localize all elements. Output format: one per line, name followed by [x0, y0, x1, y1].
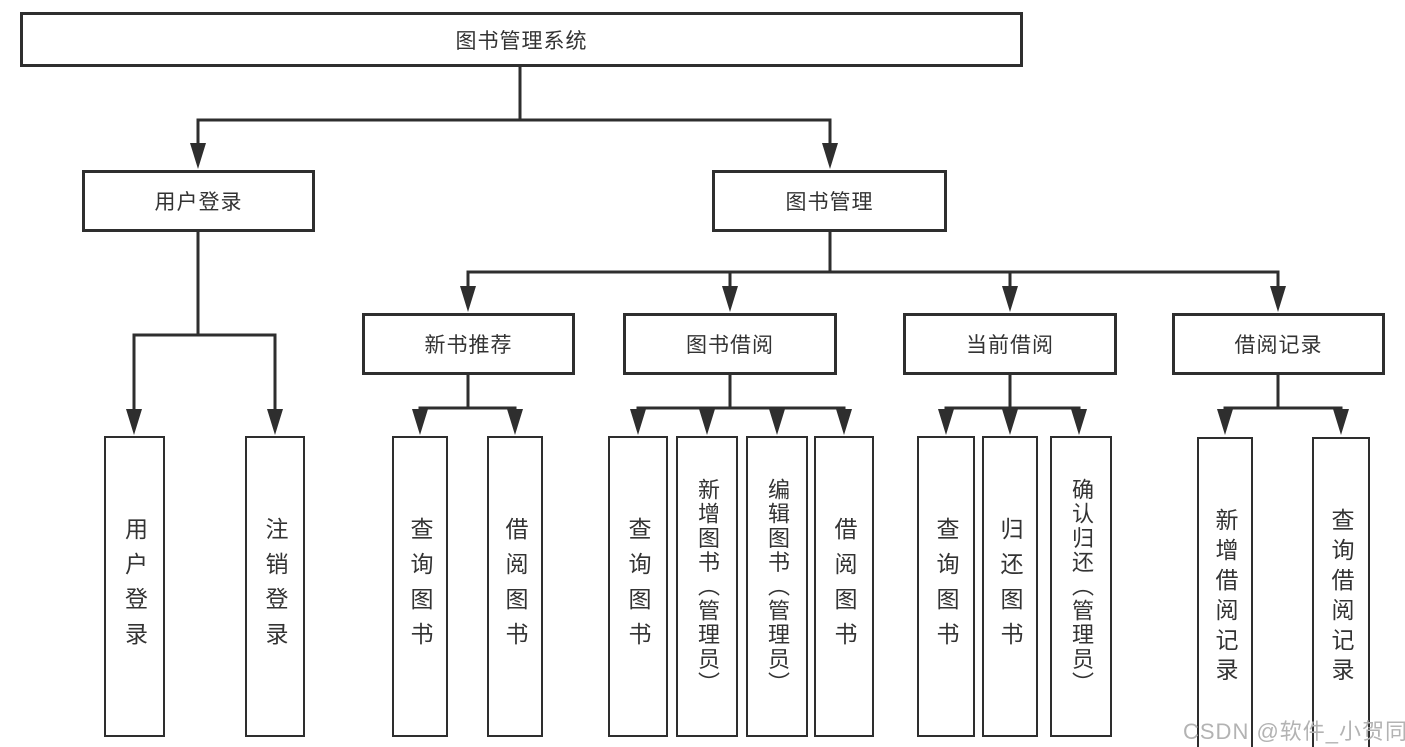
leaf-confirm-return-admin-label: 确认归还（管理员）: [1069, 477, 1094, 696]
leaf-return-books-label: 归还图书: [997, 516, 1023, 657]
node-book-borrow-label: 图书借阅: [686, 334, 774, 357]
leaf-borrow-books: 借阅图书: [814, 436, 874, 737]
leaf-query-books-recommend: 查询图书: [392, 436, 448, 737]
node-book-management: 图书管理: [712, 170, 947, 232]
leaf-query-books-recommend-label: 查询图书: [407, 516, 433, 657]
leaf-query-books-current-label: 查询图书: [933, 516, 959, 657]
node-book-management-label: 图书管理: [785, 191, 874, 214]
branch-book-management: [466, 232, 1280, 295]
node-borrow-record: 借阅记录: [1172, 313, 1385, 375]
leaf-query-books-borrow: 查询图书: [608, 436, 668, 737]
branch-new-book: [418, 375, 517, 418]
branch-current-borrow: [944, 375, 1081, 418]
node-new-book-recommend-label: 新书推荐: [424, 334, 513, 357]
leaf-query-borrow-record-label: 查询借阅记录: [1328, 508, 1354, 688]
node-user-login-label: 用户登录: [154, 191, 243, 214]
node-user-login: 用户登录: [82, 170, 315, 232]
node-borrow-record-label: 借阅记录: [1234, 334, 1323, 357]
leaf-return-books: 归还图书: [982, 436, 1038, 737]
leaf-logout: 注销登录: [245, 436, 305, 737]
node-book-borrow: 图书借阅: [623, 313, 837, 375]
leaf-add-books-admin: 新增图书（管理员）: [676, 436, 738, 737]
leaf-add-borrow-record: 新增借阅记录: [1197, 437, 1253, 747]
node-current-borrow: 当前借阅: [903, 313, 1117, 375]
branch-root: [196, 67, 832, 152]
node-current-borrow-label: 当前借阅: [966, 334, 1054, 357]
leaf-user-login: 用户登录: [104, 436, 165, 737]
node-new-book-recommend: 新书推荐: [362, 313, 575, 375]
leaf-add-books-admin-label: 新增图书（管理员）: [695, 477, 720, 696]
leaf-borrow-books-recommend-label: 借阅图书: [502, 516, 528, 657]
leaf-logout-label: 注销登录: [262, 516, 288, 657]
leaf-query-books-current: 查询图书: [917, 436, 975, 737]
branch-borrow-record: [1223, 375, 1343, 418]
leaf-edit-books-admin: 编辑图书（管理员）: [746, 436, 808, 737]
node-library-system-label: 图书管理系统: [455, 29, 588, 53]
leaf-query-books-borrow-label: 查询图书: [625, 516, 651, 657]
leaf-borrow-books-recommend: 借阅图书: [487, 436, 543, 737]
branch-book-borrow: [636, 375, 846, 418]
leaf-confirm-return-admin: 确认归还（管理员）: [1050, 436, 1112, 737]
node-library-system: 图书管理系统: [20, 12, 1023, 67]
leaf-add-borrow-record-label: 新增借阅记录: [1212, 508, 1238, 688]
leaf-user-login-label: 用户登录: [121, 516, 148, 657]
leaf-query-borrow-record: 查询借阅记录: [1312, 437, 1370, 747]
leaf-edit-books-admin-label: 编辑图书（管理员）: [765, 477, 790, 696]
leaf-borrow-books-label: 借阅图书: [831, 516, 857, 657]
branch-user-login: [132, 232, 277, 418]
csdn-watermark: CSDN @软件_小贺同学: [1183, 719, 1405, 744]
